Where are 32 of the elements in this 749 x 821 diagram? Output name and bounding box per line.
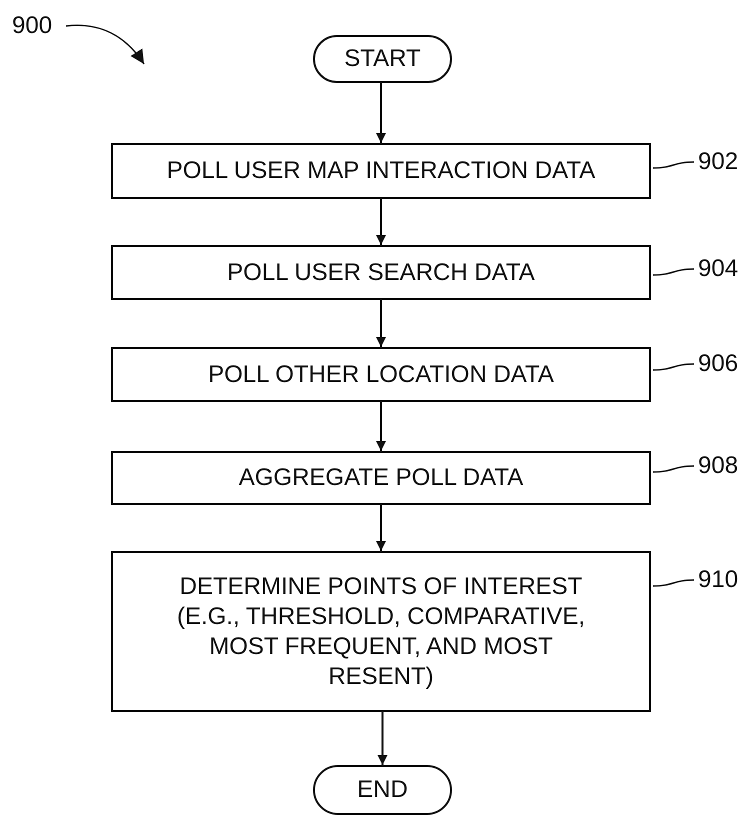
process-box: [111, 143, 651, 199]
reference-numeral: 906: [698, 350, 738, 378]
reference-numeral: 908: [698, 452, 738, 480]
terminal-box: [313, 35, 452, 83]
arrow: [378, 712, 388, 765]
leader-line: [652, 579, 694, 587]
leader-line: [652, 268, 694, 276]
step-text: AGGREGATE POLL DATA: [238, 463, 524, 493]
process-box: [111, 245, 651, 300]
step-text: POLL OTHER LOCATION DATA: [208, 360, 554, 390]
reference-numeral: 902: [698, 148, 738, 176]
leader-line: [652, 363, 694, 371]
reference-numeral: 910: [698, 566, 738, 594]
leader-line: [652, 465, 694, 473]
leader-line: [652, 161, 694, 169]
arrow: [376, 83, 386, 143]
step-text: POLL USER MAP INTERACTION DATA: [166, 156, 596, 186]
step-text: POLL USER SEARCH DATA: [227, 258, 535, 288]
step-text: START: [344, 44, 421, 74]
step-text: END: [357, 775, 408, 805]
arrow: [376, 199, 386, 245]
reference-arrow: [66, 24, 145, 64]
step-text: DETERMINE POINTS OF INTEREST (E.G., THRESHOLD, COMPARATIVE, MOST FREQUENT, AND MOST RESENT): [176, 572, 586, 692]
process-box: [111, 551, 651, 712]
arrow: [376, 300, 386, 347]
terminal-box: [313, 765, 452, 815]
arrow: [376, 505, 386, 551]
reference-numeral: 904: [698, 255, 738, 283]
process-box: [111, 451, 651, 505]
arrow: [376, 402, 386, 451]
process-box: [111, 347, 651, 402]
reference-numeral: 900: [12, 12, 52, 40]
